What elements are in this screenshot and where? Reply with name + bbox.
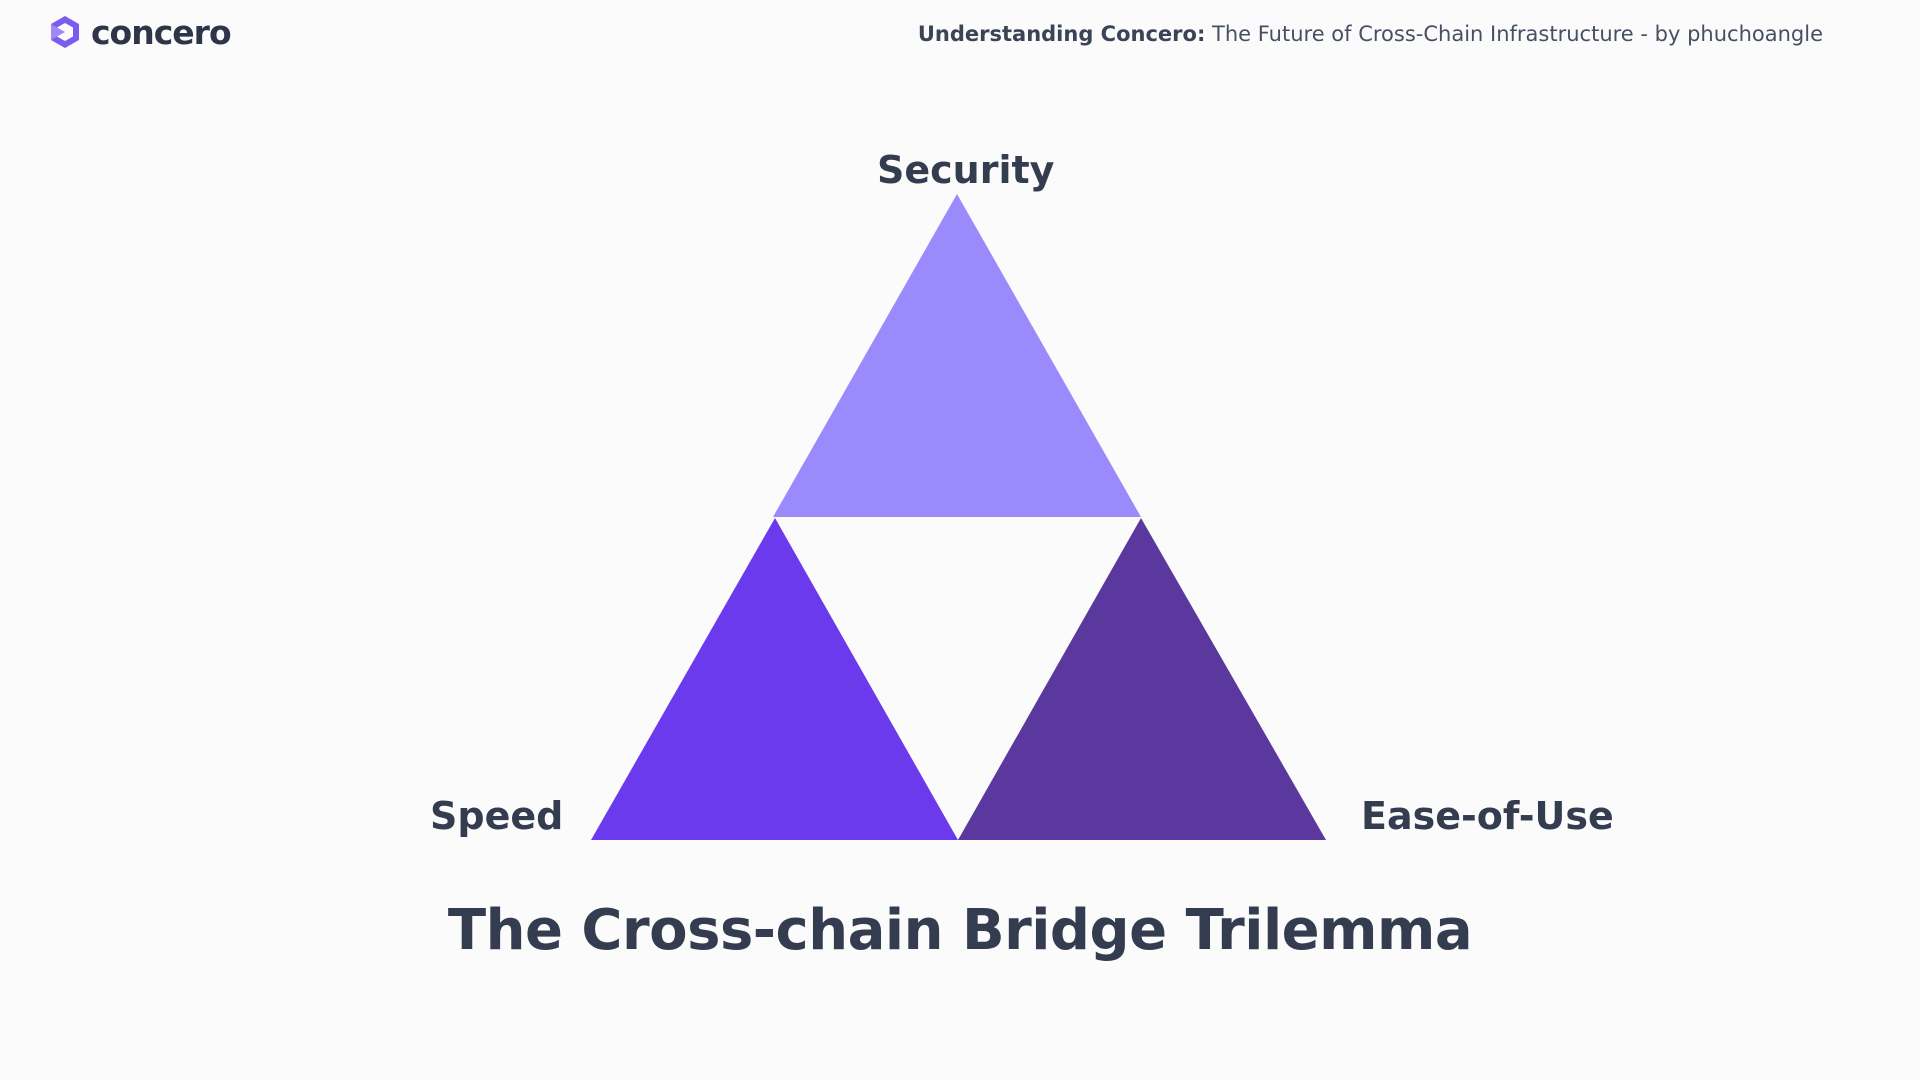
concero-logo-icon xyxy=(51,16,79,48)
ease-of-use-label: Ease-of-Use xyxy=(1361,794,1614,838)
ease-of-use-triangle xyxy=(958,518,1326,840)
speed-label: Speed xyxy=(430,794,564,838)
article-title-strong: Understanding Concero: xyxy=(917,22,1206,46)
speed-triangle xyxy=(591,518,958,840)
security-label: Security xyxy=(877,148,1055,192)
security-triangle xyxy=(773,194,1141,517)
brand-name: concero xyxy=(91,12,232,52)
diagram-title: The Cross-chain Bridge Trilemma xyxy=(447,898,1473,963)
article-title-rest: The Future of Cross-Chain Infrastructure… xyxy=(1205,22,1823,46)
article-title: Understanding Concero: The Future of Cro… xyxy=(918,20,1823,48)
brand-logo: concero xyxy=(47,12,232,52)
